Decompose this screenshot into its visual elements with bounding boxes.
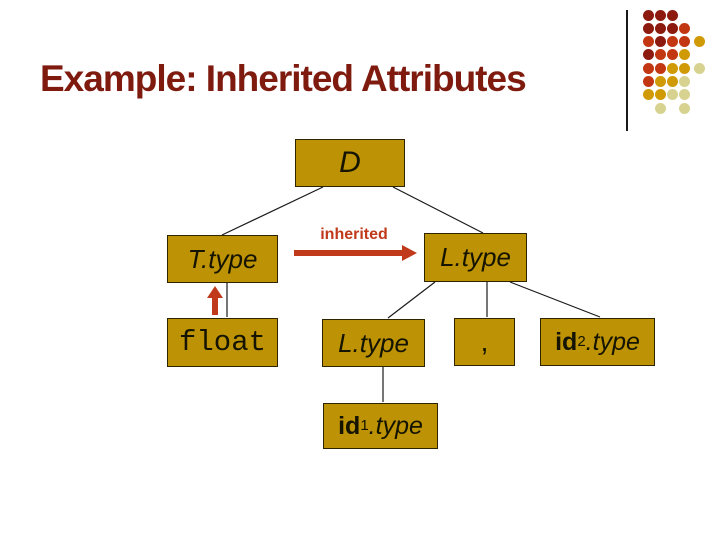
slide-title: Example: Inherited Attributes	[40, 58, 527, 99]
edge-label-inherited: inherited	[320, 226, 388, 243]
node-id1-prefix: id	[338, 411, 361, 440]
node-id1-suffix: .type	[368, 411, 423, 440]
node-id2-prefix: id	[555, 327, 578, 356]
node-L-type-child: L.type	[322, 319, 425, 367]
tree-edge	[509, 281, 601, 318]
tree-edge	[221, 186, 324, 236]
node-float: float	[167, 318, 278, 367]
node-id2-suffix: .type	[585, 327, 640, 356]
node-L-type-parent: L.type	[424, 233, 527, 282]
inherited-arrowhead-icon	[402, 245, 417, 261]
tree-edge	[392, 186, 484, 234]
float-up-arrowhead-icon	[207, 286, 223, 298]
node-D: D	[295, 139, 405, 187]
tree-edge	[387, 281, 436, 319]
node-T-type: T.type	[167, 235, 278, 283]
node-comma: ,	[454, 318, 515, 366]
decorative-divider-line	[626, 10, 628, 131]
